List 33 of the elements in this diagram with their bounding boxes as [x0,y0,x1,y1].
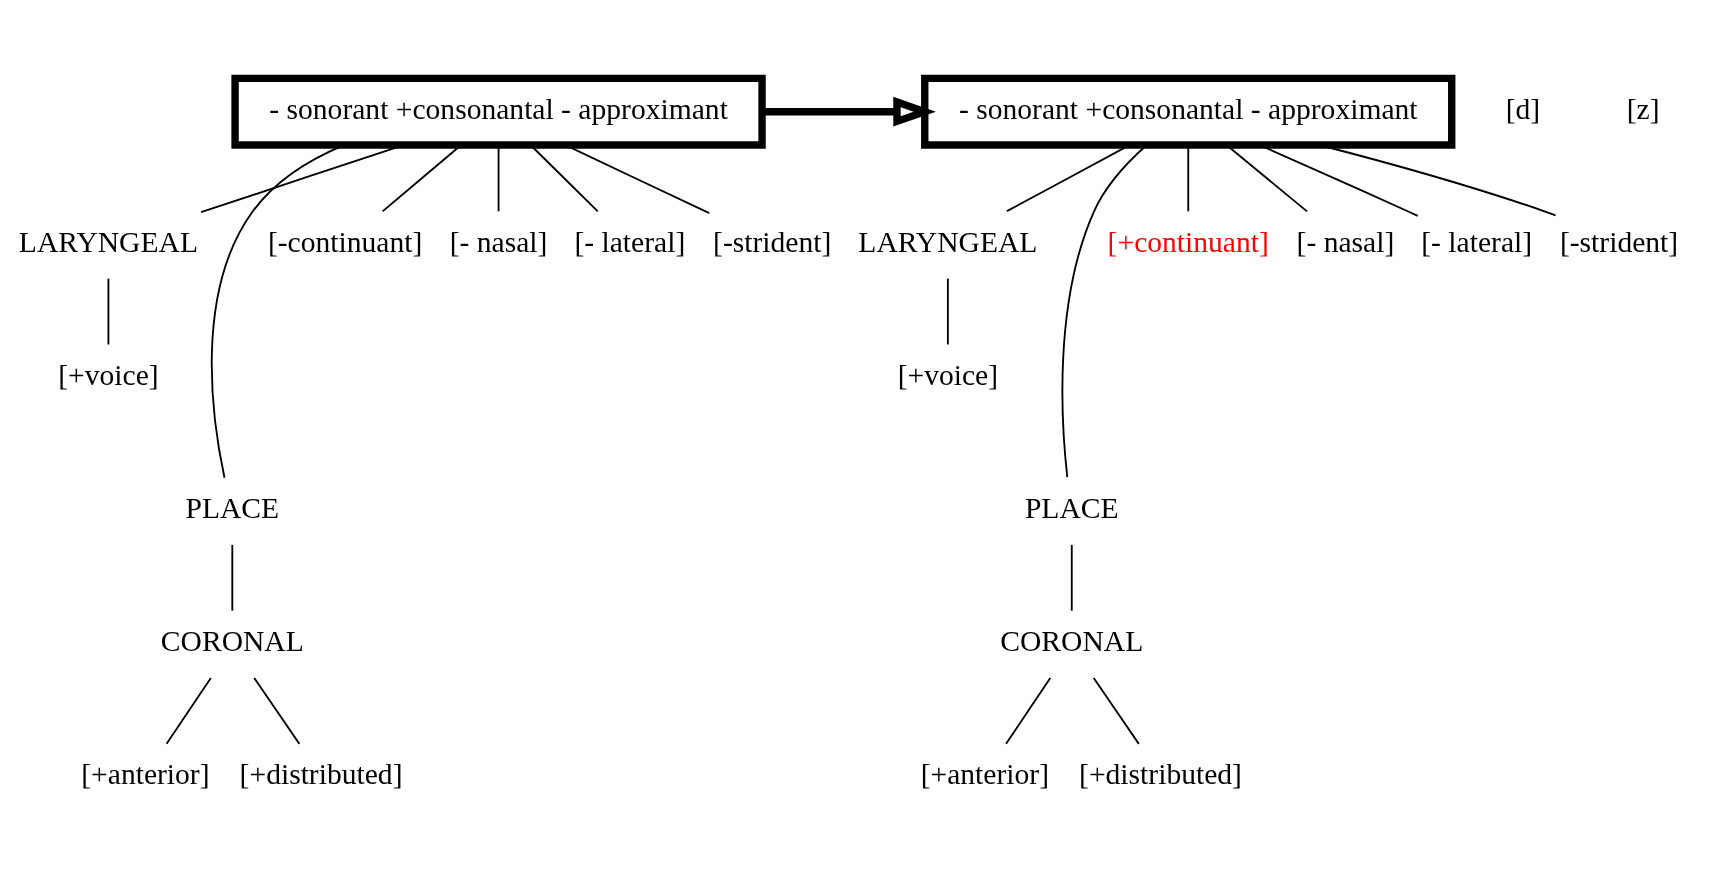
node-text: [+voice] [58,358,159,391]
node-text: CORONAL [1000,625,1144,658]
node-text: LARYNGEAL [858,225,1038,258]
node-box: - sonorant +consonantal - approximant [921,74,1456,149]
node-text: LARYNGEAL [18,225,198,258]
node-text: [+distributed] [1079,758,1242,791]
connector [107,277,110,346]
connector [946,277,949,346]
node-text: [+continuant] [1107,225,1269,258]
connector [253,677,301,745]
label: [d] [1505,92,1541,125]
node-text: PLACE [185,492,280,525]
node-text: [+anterior] [81,758,210,791]
node-text: [- nasal] [1296,225,1395,258]
node-text: [-strident] [713,225,832,258]
node-text: PLACE [1024,492,1119,525]
node-text: [+voice] [897,358,999,391]
node-text: [- lateral] [574,225,686,258]
node-text: CORONAL [160,625,304,658]
node-box: - sonorant +consonantal - approximant [231,74,766,149]
node-text: [+distributed] [239,758,403,791]
connector [231,543,234,612]
node-text: [+anterior] [920,758,1050,791]
connector [165,677,212,745]
node-text: [- lateral] [1421,225,1533,258]
label: [z] [1626,92,1660,125]
connector [1070,543,1073,612]
node-text: [-continuant] [267,225,423,258]
node-text: [-strident] [1559,225,1679,258]
connector [1092,677,1140,745]
connector [1005,677,1052,745]
node-text: [- nasal] [449,225,548,258]
arrow [762,96,936,127]
